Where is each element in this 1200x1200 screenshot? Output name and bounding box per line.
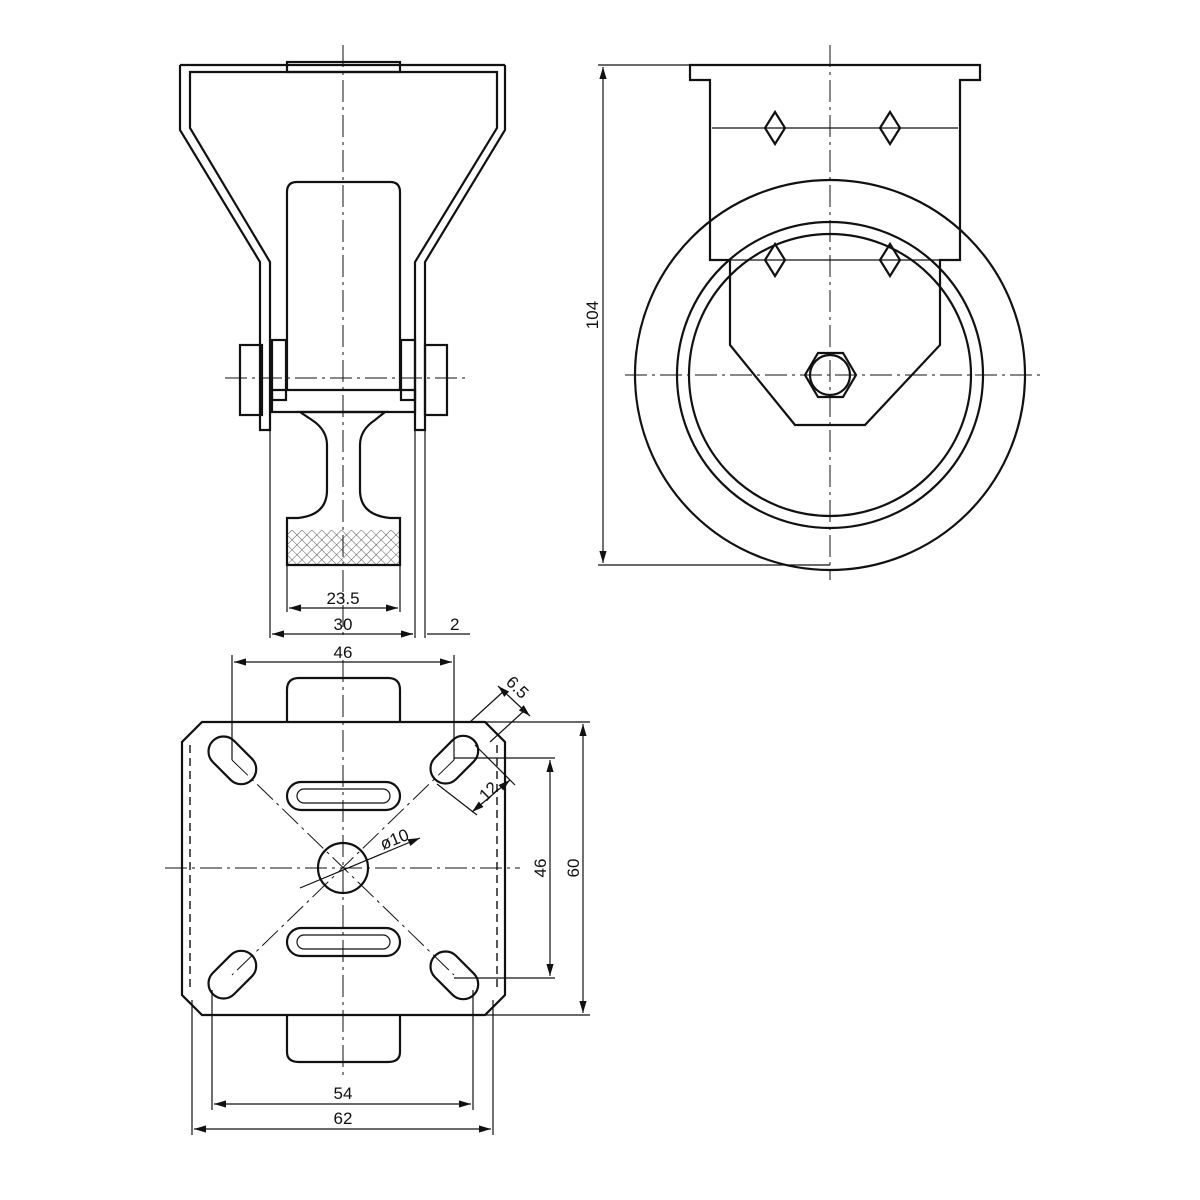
dim-top-plate-width: 46 [334,643,353,662]
dim-slot-width: 6.5 [502,672,532,702]
dim-plate-width: 62 [334,1109,353,1128]
dim-bracket-width: 30 [334,615,353,634]
dim-overall-height: 104 [583,301,602,329]
side-view: 104 [583,45,1040,580]
dim-hole-spacing-vertical: 46 [531,859,550,878]
dim-tread-width: 23.5 [326,589,359,608]
dim-hole-spacing-horizontal: 54 [334,1084,353,1103]
top-view: ø10 46 6.5 12 46 60 54 62 [165,643,590,1135]
dim-slot-length: 12 [475,778,502,805]
dim-plate-height: 60 [564,859,583,878]
rivet-icons [763,109,902,279]
dim-plate-thickness: 2 [450,615,459,634]
front-view: 23.5 30 2 [178,45,507,640]
